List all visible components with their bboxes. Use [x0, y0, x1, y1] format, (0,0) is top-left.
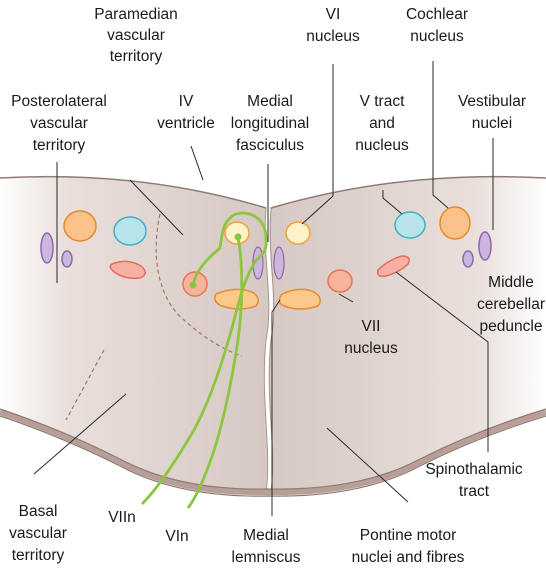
v-tract-nucleus-right — [395, 212, 425, 238]
label-line: Spinothalamic — [425, 461, 523, 478]
cochlear-nucleus-right — [440, 207, 470, 239]
label-line: IV — [179, 93, 194, 110]
label-vestibular-nuclei: Vestibular nuclei — [458, 93, 526, 132]
label-line: cerebellar — [477, 296, 545, 313]
label-line: nuclei — [472, 115, 513, 132]
label-line: Paramedian — [94, 6, 178, 23]
label-line: Medial — [243, 527, 289, 544]
label-line: and — [369, 115, 395, 132]
label-line: V tract — [360, 93, 405, 110]
label-line: Basal — [19, 503, 58, 520]
label-line: vascular — [107, 27, 165, 44]
v-tract-nucleus-left — [114, 217, 146, 245]
label-line: territory — [33, 137, 86, 154]
label-vi-nucleus: VI nucleus — [306, 6, 360, 45]
label-line: VII — [362, 318, 381, 335]
label-line: Medial — [247, 93, 293, 110]
label-line: VI — [326, 6, 341, 23]
label-line: nucleus — [355, 137, 409, 154]
label-posterolateral: Posterolateral vascular territory — [11, 93, 107, 154]
label-line: fasciculus — [236, 137, 304, 154]
label-line: Middle — [488, 274, 534, 291]
vestibular-nucleus-right-a — [479, 232, 491, 260]
label-line: tract — [459, 483, 490, 500]
label-line: territory — [12, 547, 65, 564]
vi-nucleus-right — [286, 222, 310, 244]
label-line: vascular — [9, 525, 67, 542]
label-line: nucleus — [410, 28, 464, 45]
label-line: Vestibular — [458, 93, 526, 110]
label-line: lemniscus — [232, 549, 301, 566]
label-pontine-motor: Pontine motor nuclei and fibres — [352, 527, 465, 566]
label-line: longitudinal — [231, 115, 309, 132]
label-line: VIn — [165, 528, 188, 545]
label-basal: Basal vascular territory — [9, 503, 67, 564]
vestibular-nucleus-right-b — [463, 251, 473, 267]
label-vin: VIn — [165, 528, 188, 545]
label-cochlear-nucleus: Cochlear nucleus — [406, 6, 468, 45]
label-line: ventricle — [157, 115, 215, 132]
label-line: Posterolateral — [11, 93, 107, 110]
label-viin: VIIn — [108, 509, 136, 526]
vi-nucleus-left — [225, 222, 249, 244]
label-v-tract: V tract and nucleus — [355, 93, 409, 154]
label-line: territory — [110, 48, 163, 65]
label-mlf: Medial longitudinal fasciculus — [231, 93, 309, 154]
label-line: Cochlear — [406, 6, 468, 23]
label-line: VIIn — [108, 509, 136, 526]
cochlear-nucleus-left — [64, 211, 96, 241]
leader-iv-ventricle — [191, 146, 203, 180]
label-line: peduncle — [480, 318, 543, 335]
vi-nerve-origin-dot — [235, 234, 242, 241]
label-line: nucleus — [344, 340, 398, 357]
label-line: nuclei and fibres — [352, 549, 465, 566]
vestibular-nucleus-left-a — [41, 233, 53, 263]
vii-nerve-origin-dot — [190, 282, 197, 289]
vii-nucleus-right — [328, 270, 352, 292]
vestibular-nucleus-left-b — [62, 251, 72, 267]
label-line: nucleus — [306, 28, 360, 45]
label-line: Pontine motor — [360, 527, 457, 544]
label-medial-lemniscus: Medial lemniscus — [232, 527, 301, 566]
pontine-nucleus-right — [279, 289, 320, 309]
mlf-right — [274, 247, 284, 279]
label-spinothalamic: Spinothalamic tract — [425, 461, 523, 500]
label-line: vascular — [30, 115, 88, 132]
label-paramedian: Paramedian vascular territory — [94, 6, 178, 65]
label-iv-ventricle: IV ventricle — [157, 93, 215, 132]
